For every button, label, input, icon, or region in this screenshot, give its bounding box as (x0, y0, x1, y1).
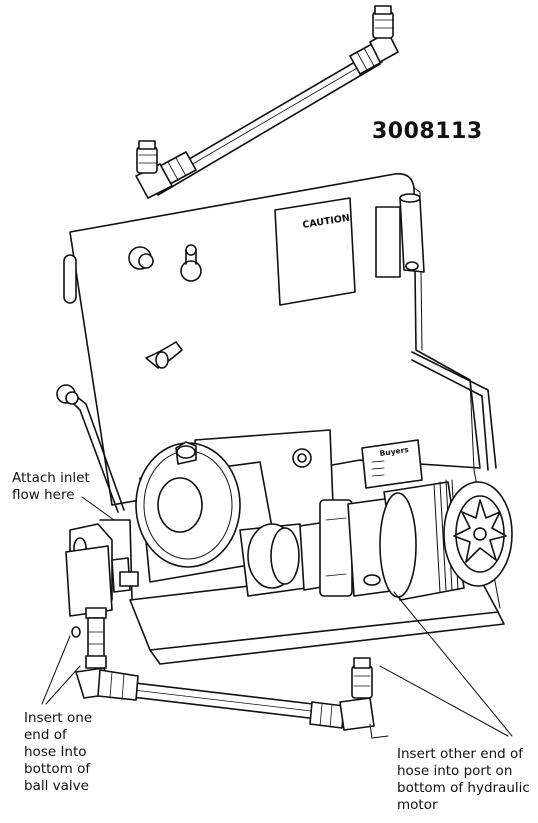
label-insert-one-end: Insert one end of hose Into bottom of ba… (24, 710, 93, 794)
label-attach-inlet: Attach inlet flow here (12, 470, 90, 503)
pump-motor (135, 441, 513, 601)
brand-plate-text: Buyers (379, 445, 410, 458)
ball-valve (65, 523, 139, 669)
part-number: 3008113 (372, 119, 483, 144)
bottom-hose (75, 657, 389, 739)
top-hose (135, 5, 399, 199)
mounting-plate (56, 172, 501, 609)
label-insert-other-end: Insert other end of hose into port on bo… (397, 746, 530, 813)
leader-lines (41, 496, 513, 737)
